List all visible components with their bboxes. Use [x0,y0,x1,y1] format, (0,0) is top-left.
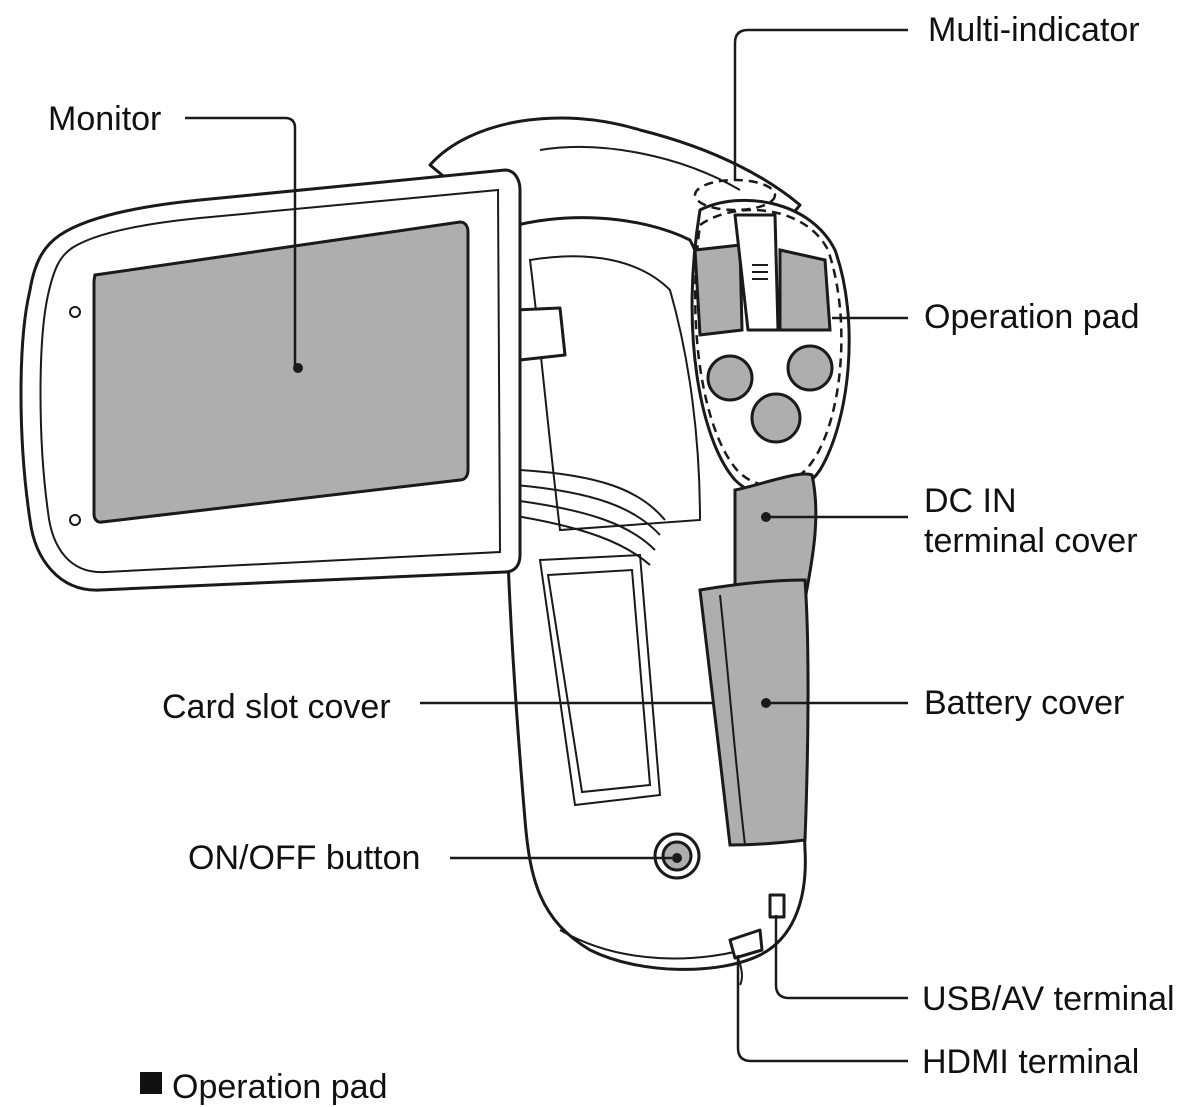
leader-monitor [185,116,297,368]
left-button [706,354,754,402]
battery-cover [698,578,810,847]
right-button [786,344,834,392]
label-card-slot-cover: Card slot cover [162,688,391,726]
section-heading: Operation pad [172,1068,388,1106]
label-usb-av-terminal: USB/AV terminal [922,980,1175,1018]
leader-usb-av [774,915,908,1000]
dc-in-terminal-cover [733,472,818,602]
operation-pad-outline [693,208,843,487]
label-operation-pad: Operation pad [924,298,1140,336]
hdmi-terminal-port [728,928,764,960]
label-multi-indicator: Multi-indicator [928,11,1140,49]
leader-hdmi [736,955,908,1063]
leader-multi-indicator [733,28,908,180]
monitor-panel [19,168,522,592]
label-on-off-button: ON/OFF button [188,839,420,877]
center-button [750,392,802,444]
label-dc-in-line1: DC IN [924,482,1017,520]
label-hdmi-terminal: HDMI terminal [922,1043,1139,1081]
leader-lines [185,28,908,1063]
side-panel [690,178,851,498]
operation-buttons [706,344,834,444]
usb-av-terminal-port [768,893,786,919]
label-dc-in-line2: terminal cover [924,522,1138,560]
square-bullet-icon [140,1072,162,1094]
label-battery-cover: Battery cover [924,684,1124,722]
label-monitor: Monitor [48,100,161,138]
